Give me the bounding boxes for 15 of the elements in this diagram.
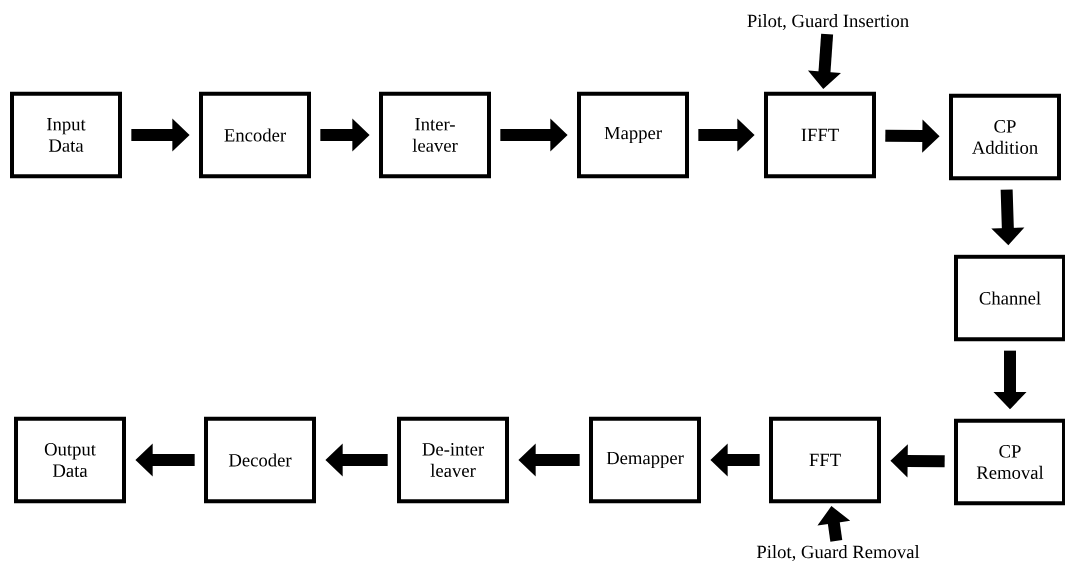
process-box: Mapper (577, 91, 689, 179)
process-box: Channel (954, 254, 1065, 342)
process-box: FFT (769, 416, 881, 504)
process-box: CP Addition (949, 93, 1061, 181)
process-box: CP Removal (954, 418, 1065, 506)
process-box: De-inter leaver (397, 416, 509, 504)
annotation-text: Pilot, Guard Insertion (747, 14, 909, 30)
process-box: Input Data (10, 91, 122, 179)
process-box: Encoder (199, 91, 311, 179)
process-box: Inter- leaver (379, 91, 491, 179)
process-box: Output Data (14, 416, 126, 504)
process-box: Decoder (204, 416, 316, 504)
annotation-text: Pilot, Guard Removal (756, 545, 920, 561)
process-box: Demapper (589, 416, 701, 504)
process-box: IFFT (764, 91, 876, 179)
